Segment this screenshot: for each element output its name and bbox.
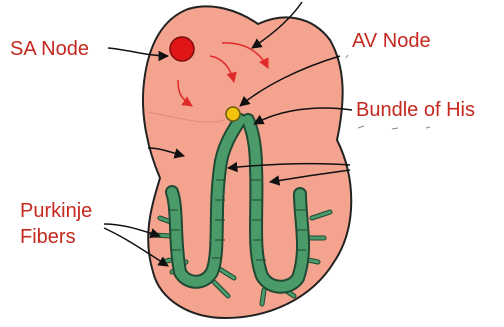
faint-mark-his [358,126,430,129]
purkinje-label-line2: Fibers [20,226,76,248]
sa-node-label: SA Node [10,38,89,60]
av-node-dot [226,107,240,121]
purkinje-label-line1: Purkinje [20,200,92,222]
av-node-label: AV Node [352,30,431,52]
bundle-of-his-label: Bundle of His [356,99,475,121]
sa-node-dot [170,37,194,61]
faint-mark-av [346,55,348,58]
